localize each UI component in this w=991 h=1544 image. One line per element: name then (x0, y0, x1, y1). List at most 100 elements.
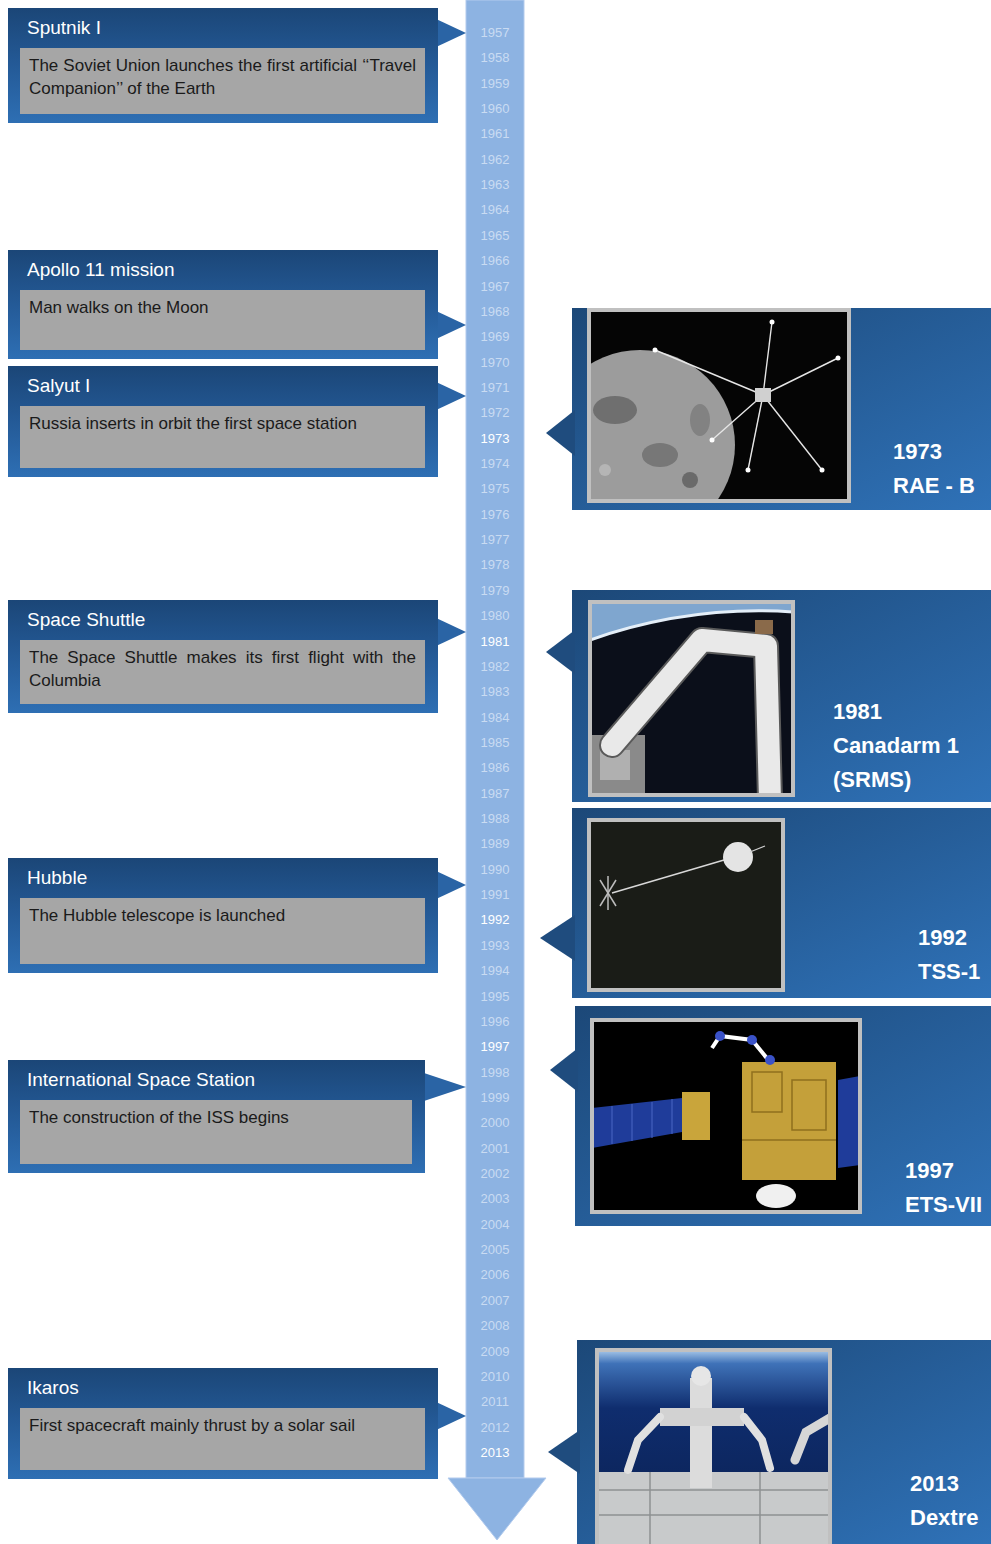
dextre-photo (628, 1417, 660, 1470)
timeline-arrow (448, 1478, 546, 1540)
event-description: Russia inserts in orbit the first space … (20, 406, 425, 468)
rae-b-photo (655, 322, 838, 470)
dextre-photo (691, 1366, 711, 1386)
rae-b-photo (545, 310, 849, 540)
timeline-year: 1959 (481, 76, 510, 92)
timeline-year: 1993 (481, 938, 510, 954)
callout-pointer (434, 18, 466, 48)
mission-name: Dextre (910, 1501, 978, 1535)
timeline-year: 1978 (481, 557, 510, 573)
mission-card-text: 1997ETS-VII (905, 1154, 982, 1222)
card-background (577, 1340, 991, 1544)
ets-vii-photo (742, 1062, 836, 1180)
event-title: Ikaros (20, 1368, 425, 1408)
rae-b-photo (589, 350, 735, 501)
dextre-photo (597, 1514, 830, 1516)
timeline-year: 1998 (481, 1065, 510, 1081)
timeline-year: 2006 (481, 1267, 510, 1283)
ets-vii-photo (592, 1020, 860, 1212)
mission-name: Canadarm 1 (SRMS) (833, 729, 983, 797)
canadarm-photo (612, 640, 770, 795)
card-background (550, 1048, 578, 1092)
ets-vii-photo (756, 1184, 796, 1208)
timeline-year: 1980 (481, 608, 510, 624)
tss-1-photo (612, 860, 724, 893)
rae-b-photo (746, 468, 751, 473)
rae-b-photo (593, 396, 637, 424)
timeline-year: 2008 (481, 1318, 510, 1334)
rae-b-photo (836, 356, 841, 361)
event-callout-box: International Space StationThe construct… (8, 1060, 425, 1173)
timeline-year: 1961 (481, 126, 510, 142)
timeline-year: 1971 (481, 380, 510, 396)
timeline-year: 1963 (481, 177, 510, 193)
timeline-year: 1989 (481, 836, 510, 852)
rae-b-photo (653, 320, 841, 473)
ets-vii-photo (592, 1020, 860, 1212)
timeline-year: 1973 (481, 431, 510, 447)
dextre-photo (759, 1472, 761, 1544)
mission-card-text: 1992TSS-1 (918, 921, 980, 989)
timeline-year: 1977 (481, 532, 510, 548)
event-callout-box: Salyut IRussia inserts in orbit the firs… (8, 366, 438, 477)
rae-b-photo (820, 468, 825, 473)
ets-vii-photo (592, 1020, 860, 1212)
dextre-photo (597, 1472, 830, 1544)
mission-year: 2013 (910, 1467, 978, 1501)
callout-pointer (421, 18, 466, 1431)
timeline-year: 1996 (481, 1014, 510, 1030)
mission-card: 1973RAE - B (572, 308, 991, 510)
event-title: Sputnik I (20, 8, 425, 48)
timeline-year: 1988 (481, 811, 510, 827)
timeline-year: 2011 (481, 1394, 509, 1410)
mission-year: 1997 (905, 1154, 982, 1188)
timeline-year: 1968 (481, 304, 510, 320)
callout-pointer (434, 870, 466, 900)
dextre-photo (744, 1417, 770, 1468)
timeline-year: 1966 (481, 253, 510, 269)
timeline-year: 2000 (481, 1115, 510, 1131)
mission-year: 1992 (918, 921, 980, 955)
card-background (540, 915, 575, 961)
event-description: Man walks on the Moon (20, 290, 425, 350)
timeline-year: 1962 (481, 152, 510, 168)
dextre-photo (690, 1378, 712, 1488)
timeline-year: 1995 (481, 989, 510, 1005)
timeline-year: 1969 (481, 329, 510, 345)
mission-card: 2013Dextre (577, 1340, 991, 1544)
timeline-year: 1983 (481, 684, 510, 700)
mission-card: 1992TSS-1 (572, 808, 991, 998)
timeline-year: 1967 (481, 279, 510, 295)
ets-vii-photo (715, 1031, 725, 1041)
timeline-year: 1999 (481, 1090, 510, 1106)
event-title: Apollo 11 mission (20, 250, 425, 290)
card-background (546, 630, 575, 674)
ets-vii-photo (742, 1139, 836, 1141)
event-title: Space Shuttle (20, 600, 425, 640)
event-description: First spacecraft mainly thrust by a sola… (20, 1408, 425, 1470)
timeline-year: 1965 (481, 228, 510, 244)
timeline-year: 1970 (481, 355, 510, 371)
timeline-year: 1964 (481, 202, 510, 218)
timeline-year: 1985 (481, 735, 510, 751)
dextre-photo (597, 1350, 830, 1544)
canadarm-photo (755, 620, 773, 634)
dextre-photo (597, 1472, 830, 1544)
callout-pointer (434, 310, 466, 340)
timeline-year: 1976 (481, 507, 510, 523)
mission-name: RAE - B (893, 469, 975, 503)
mission-year: 1981 (833, 695, 983, 729)
rae-b-photo (655, 350, 763, 395)
timeline-year: 1974 (481, 456, 510, 472)
timeline-year: 2004 (481, 1217, 510, 1233)
timeline-year: 2007 (481, 1293, 510, 1309)
event-callout-box: Apollo 11 missionMan walks on the Moon (8, 250, 438, 359)
tss-1-photo (589, 820, 783, 990)
timeline-year: 2012 (481, 1420, 510, 1436)
event-callout-box: Sputnik IThe Soviet Union launches the f… (8, 8, 438, 123)
timeline-year: 2013 (481, 1445, 510, 1461)
event-callout-box: IkarosFirst spacecraft mainly thrust by … (8, 1368, 438, 1479)
ets-vii-photo (612, 1106, 613, 1144)
dextre-photo (597, 1350, 830, 1544)
timeline-year: 2009 (481, 1344, 510, 1360)
